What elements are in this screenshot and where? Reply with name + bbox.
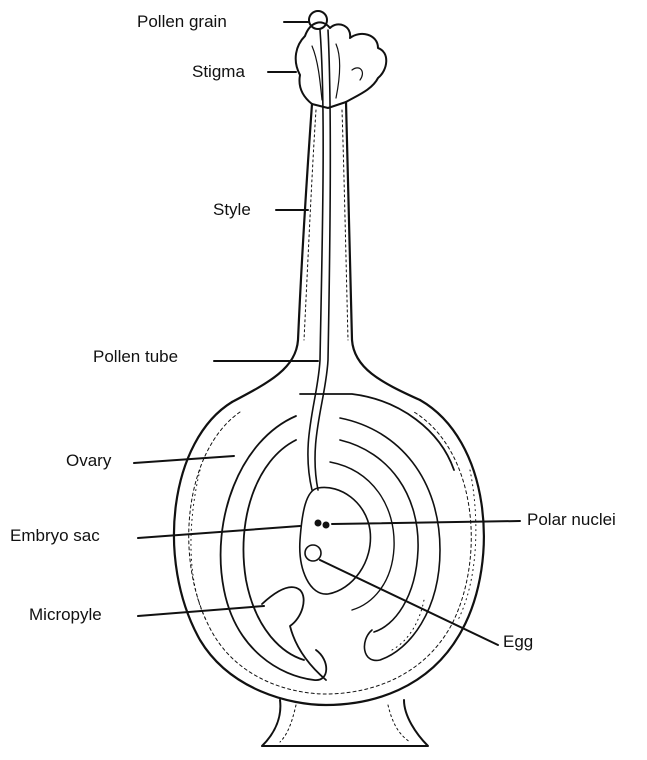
stalk-shape [262, 700, 428, 746]
stigma-shape [296, 22, 387, 108]
pollen-tube-shape [308, 30, 323, 490]
label-embryo-sac: Embryo sac [10, 526, 100, 546]
label-polar-nuclei: Polar nuclei [527, 510, 616, 530]
polar-nuclei-shape [315, 520, 322, 527]
label-micropyle: Micropyle [29, 605, 102, 625]
style-shape [232, 104, 312, 402]
label-pollen-tube: Pollen tube [93, 347, 178, 367]
label-ovary: Ovary [66, 451, 111, 471]
label-pollen-grain: Pollen grain [137, 12, 227, 32]
label-style: Style [213, 200, 251, 220]
leader-lines [134, 22, 520, 645]
micropyle-shape [262, 587, 326, 680]
egg-shape [305, 545, 321, 561]
label-egg: Egg [503, 632, 533, 652]
label-stigma: Stigma [192, 62, 245, 82]
pollen-grain-shape [309, 11, 327, 29]
